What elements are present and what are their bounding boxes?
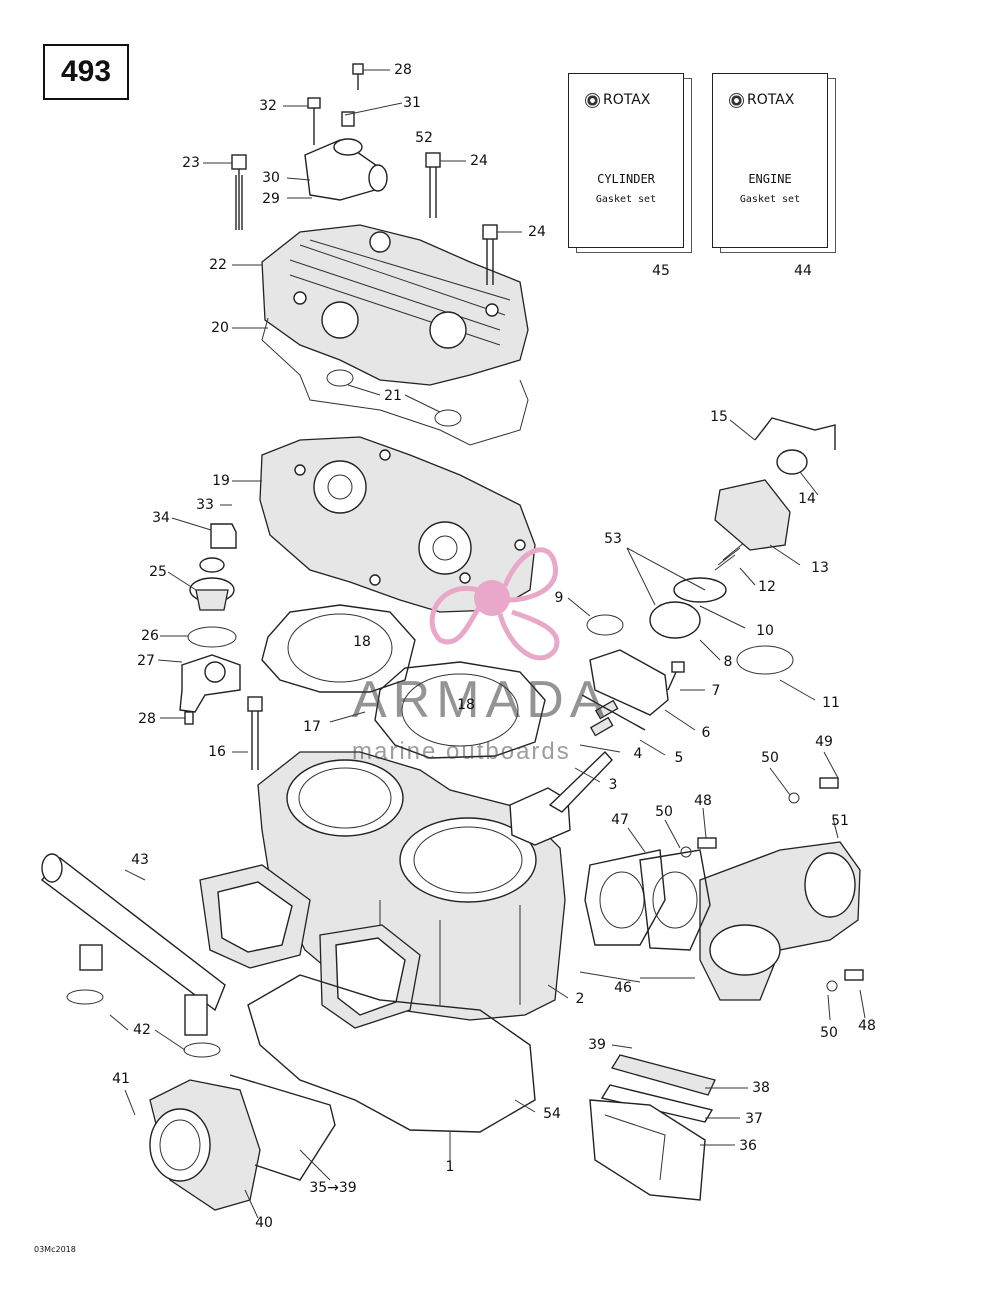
callout: 6 [701,725,711,741]
drawing-code: 03Mc2018 [34,1245,76,1254]
callout: 31 [403,95,421,111]
watermark-subtitle: marine outboards [352,738,571,765]
carburetor-adapter [149,1074,336,1211]
callout: 11 [822,695,840,711]
callout: 9 [554,590,564,606]
callout: 48 [694,793,712,809]
piston-assembly [509,699,619,846]
callout: 54 [543,1106,561,1122]
kit-brand: ROTAX [729,92,794,108]
callout: 50 [820,1025,838,1041]
leader-lines [109,69,866,1219]
callout: 46 [614,980,632,996]
callout: 28 [394,62,412,78]
reed-blocks [589,1054,716,1201]
callout: 50 [655,804,673,820]
engine-gasket-kit: ROTAX ENGINE Gasket set [712,73,828,248]
callout: 41 [112,1071,130,1087]
callout: 24 [470,153,488,169]
callout: 8 [723,654,733,670]
kit-brand: ROTAX [585,92,650,108]
head-gasket-left [261,604,416,693]
callout: 42 [133,1022,151,1038]
callout: 29 [262,191,280,207]
water-outlet-housing [304,138,388,201]
armada-logo-mark [429,547,560,661]
callout: 16 [208,744,226,760]
callout: 5 [674,750,684,766]
callout: 37 [745,1111,763,1127]
callout: 33 [196,497,214,513]
rotax-logo-icon [729,92,744,108]
callout: 4 [633,746,643,762]
callout: 28 [138,711,156,727]
callout: 35→39 [309,1180,357,1196]
callout: 53 [604,531,622,547]
rotary-valve-parts [581,417,836,731]
callout: 34 [152,510,170,526]
callout: 24 [528,224,546,240]
callout: 23 [182,155,200,171]
callout: 51 [831,813,849,829]
kit-brand-label: ROTAX [603,92,651,108]
callout: 2 [575,991,585,1007]
callout: 52 [415,130,433,146]
exhaust-manifold [584,777,864,1001]
kit-subtitle: Gasket set [739,194,801,205]
callout: 14 [798,491,816,507]
o-ring-21a [326,369,354,387]
kit-brand-label: ROTAX [747,92,795,108]
kit-subtitle: Gasket set [595,194,657,205]
callout: 25 [149,564,167,580]
callout: 1 [445,1159,455,1175]
callout: 20 [211,320,229,336]
base-gasket [247,974,536,1133]
watermark-title: ARMADA [352,671,611,729]
callout: 39 [588,1037,606,1053]
callout: 18 [457,697,475,713]
callout: 49 [815,734,833,750]
callout: 40 [255,1215,273,1231]
cylinder-head [259,436,536,613]
callout: 48 [858,1018,876,1034]
head-gasket-right [374,661,546,759]
callout: 22 [209,257,227,273]
reed-valve-frames [199,864,421,1029]
callout: 26 [141,628,159,644]
kit-title: ENGINE [748,172,792,186]
callout: 13 [811,560,829,576]
thermostat-parts [179,523,241,725]
callout: 36 [739,1138,757,1154]
callout: 38 [752,1080,770,1096]
cover-gasket [261,317,529,446]
callout: 17 [303,719,321,735]
callout: 7 [711,683,721,699]
callout: 21 [384,388,402,404]
callout: 12 [758,579,776,595]
callout: 30 [262,170,280,186]
bolts [231,63,498,770]
callout: 10 [756,623,774,639]
o-ring-21b [434,409,462,427]
callout: 3 [608,777,618,793]
callout: 19 [212,473,230,489]
cylinder-head-cover [261,224,529,386]
callout: 47 [611,812,629,828]
diagram-number: 493 [43,44,129,100]
callout: 50 [761,750,779,766]
callout: 15 [710,409,728,425]
callout: 43 [131,852,149,868]
intake-tube [40,853,226,1058]
callout: 27 [137,653,155,669]
cylinder-gasket-kit: ROTAX CYLINDER Gasket set [568,73,684,248]
callout: 18 [353,634,371,650]
kit-title: CYLINDER [597,172,655,186]
callout: 32 [259,98,277,114]
rotax-logo-icon [585,92,600,108]
callout-kit: 45 [652,263,670,279]
callout-kit: 44 [794,263,812,279]
